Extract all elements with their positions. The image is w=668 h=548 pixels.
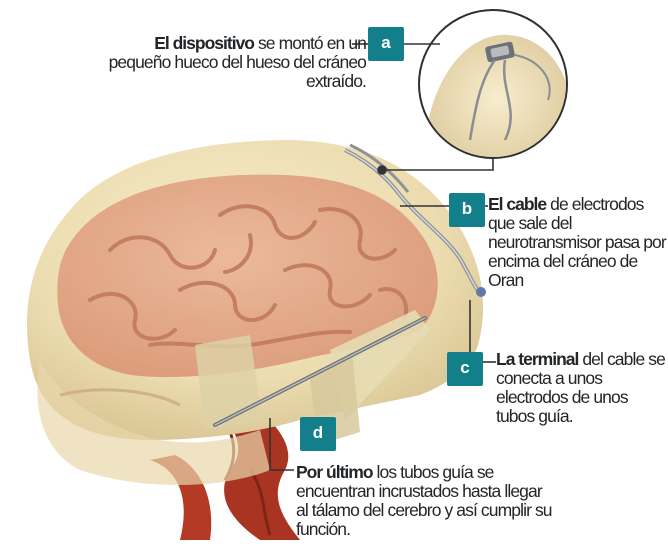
device-inset — [419, 10, 571, 175]
callout-badge-a: a — [368, 27, 404, 61]
callout-badge-b: b — [449, 193, 485, 227]
caption-guide-tubes-title: Por último — [296, 462, 373, 482]
cable-terminal — [476, 287, 486, 297]
caption-cable: El cable de electrodos que sale del neur… — [488, 195, 668, 290]
callout-badge-c: c — [447, 352, 483, 386]
caption-guide-tubes: Por último los tubos guía se encuentran … — [296, 463, 556, 539]
caption-terminal-title: La terminal — [496, 349, 578, 369]
caption-terminal: La terminal del cable se conecta a unos … — [496, 350, 668, 426]
callout-badge-d: d — [300, 417, 336, 451]
caption-cable-title: El cable — [488, 194, 546, 214]
caption-device: El dispositivo se montó en un pequeño hu… — [98, 34, 366, 91]
caption-device-title: El dispositivo — [154, 33, 254, 53]
